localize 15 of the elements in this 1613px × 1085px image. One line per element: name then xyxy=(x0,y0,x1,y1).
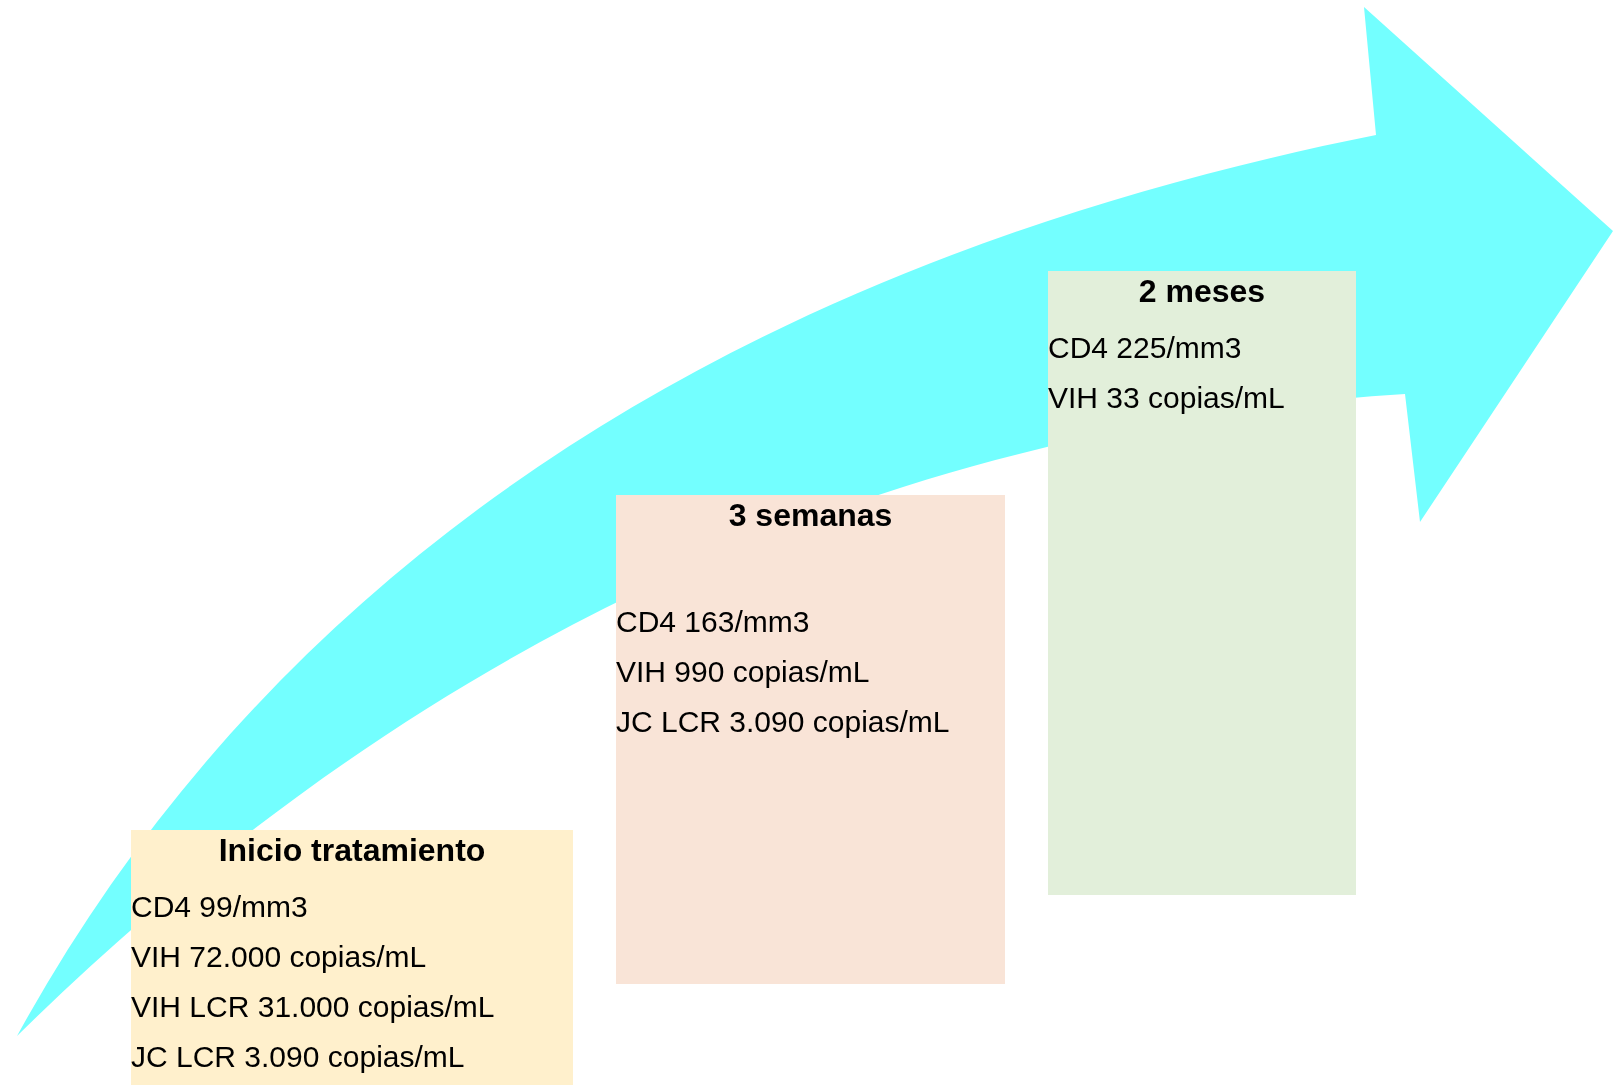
measurement-text: CD4 99/mm3 xyxy=(131,890,308,924)
stage-heading: 3 semanas xyxy=(727,497,894,534)
stage-box xyxy=(131,830,573,1085)
measurement-text: VIH 33 copias/mL xyxy=(1048,381,1285,415)
measurement-text: CD4 163/mm3 xyxy=(616,605,810,639)
stage-box xyxy=(1048,271,1356,895)
stage-heading: 2 meses xyxy=(1137,273,1267,310)
measurement-text: VIH 72.000 copias/mL xyxy=(131,940,427,974)
measurement-text: VIH LCR 31.000 copias/mL xyxy=(131,990,495,1024)
stage-box xyxy=(616,495,1005,984)
measurement-text: VIH 990 copias/mL xyxy=(616,655,870,689)
measurement-text: CD4 225/mm3 xyxy=(1048,331,1242,365)
stage-heading: Inicio tratamiento xyxy=(217,832,487,869)
measurement-text: JC LCR 3.090 copias/mL xyxy=(616,705,950,739)
measurement-text: JC LCR 3.090 copias/mL xyxy=(131,1040,465,1074)
